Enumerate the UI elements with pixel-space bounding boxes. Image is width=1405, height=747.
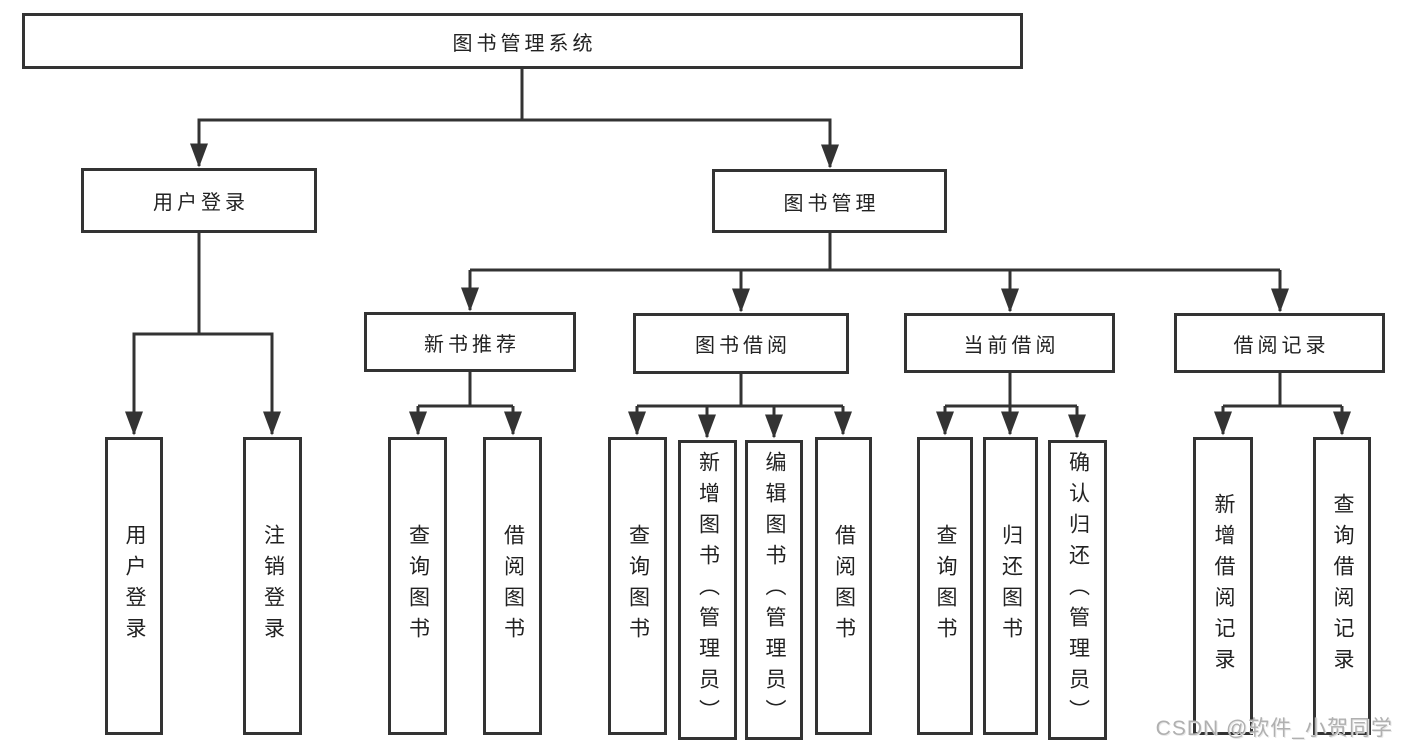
node-leaf-cb-query-book: 查询图书 <box>917 437 973 735</box>
node-library-system: 图书管理系统 <box>22 13 1023 69</box>
connector-currentborrow-rail <box>945 372 1077 408</box>
node-label: 当前借阅 <box>963 334 1060 357</box>
node-label: 用户登录 <box>153 192 249 214</box>
node-label: 借阅图书 <box>501 524 525 648</box>
node-label: 查询图书 <box>626 524 650 648</box>
node-leaf-user-login: 用户登录 <box>105 437 163 735</box>
connector-root-to-user-login <box>190 69 524 168</box>
connector-borrowrecord-rail <box>1223 372 1342 408</box>
node-leaf-logout: 注销登录 <box>243 437 302 735</box>
node-label: 借阅记录 <box>1233 334 1330 357</box>
node-leaf-nb-query-book: 查询图书 <box>388 437 447 735</box>
node-leaf-bb-borrow-book: 借阅图书 <box>815 437 872 735</box>
node-label: 归还图书 <box>999 524 1023 648</box>
node-leaf-br-add-record: 新增借阅记录 <box>1193 437 1253 735</box>
node-label: 图书借阅 <box>695 335 791 357</box>
node-label: 查询借阅记录 <box>1331 493 1354 679</box>
connector-userlogin-to-logout <box>199 332 281 436</box>
node-leaf-bb-edit-book-admin: 编辑图书（管理员） <box>745 440 803 740</box>
watermark: CSDN @软件_小贺同学 <box>1155 717 1393 740</box>
connector-newbook-rail <box>418 372 513 408</box>
node-label: 图书管理 <box>783 192 880 215</box>
connector-bookborrow-rail <box>637 374 843 408</box>
node-label: 编辑图书（管理员） <box>763 450 786 730</box>
node-label: 新增借阅记录 <box>1212 493 1235 679</box>
connector-bookmgmt-rail <box>470 233 1280 272</box>
node-book-borrow: 图书借阅 <box>633 313 849 374</box>
node-label: 查询图书 <box>934 524 957 648</box>
node-current-borrow: 当前借阅 <box>904 313 1115 373</box>
node-book-management: 图书管理 <box>712 169 947 233</box>
node-leaf-cb-return-book: 归还图书 <box>983 437 1038 735</box>
node-label: 注销登录 <box>261 524 285 648</box>
node-leaf-bb-query-book: 查询图书 <box>608 437 667 735</box>
node-label: 新书推荐 <box>424 333 520 356</box>
node-label: 查询图书 <box>406 524 430 648</box>
connector-userlogin-to-login <box>125 233 201 436</box>
node-borrow-record: 借阅记录 <box>1174 313 1385 373</box>
node-label: 新增图书（管理员） <box>696 450 720 730</box>
node-leaf-nb-borrow-book: 借阅图书 <box>483 437 542 735</box>
node-user-login: 用户登录 <box>81 168 317 233</box>
connector-root-to-book-management <box>522 118 839 169</box>
node-label: 图书管理系统 <box>452 32 597 55</box>
node-leaf-bb-add-book-admin: 新增图书（管理员） <box>678 440 737 740</box>
node-label: 用户登录 <box>123 524 146 648</box>
node-label: 借阅图书 <box>832 524 856 648</box>
node-label: 确认归还（管理员） <box>1066 450 1090 730</box>
node-leaf-cb-confirm-return-admin: 确认归还（管理员） <box>1048 440 1107 740</box>
node-leaf-br-query-record: 查询借阅记录 <box>1313 437 1371 735</box>
node-new-book-recommend: 新书推荐 <box>364 312 576 372</box>
